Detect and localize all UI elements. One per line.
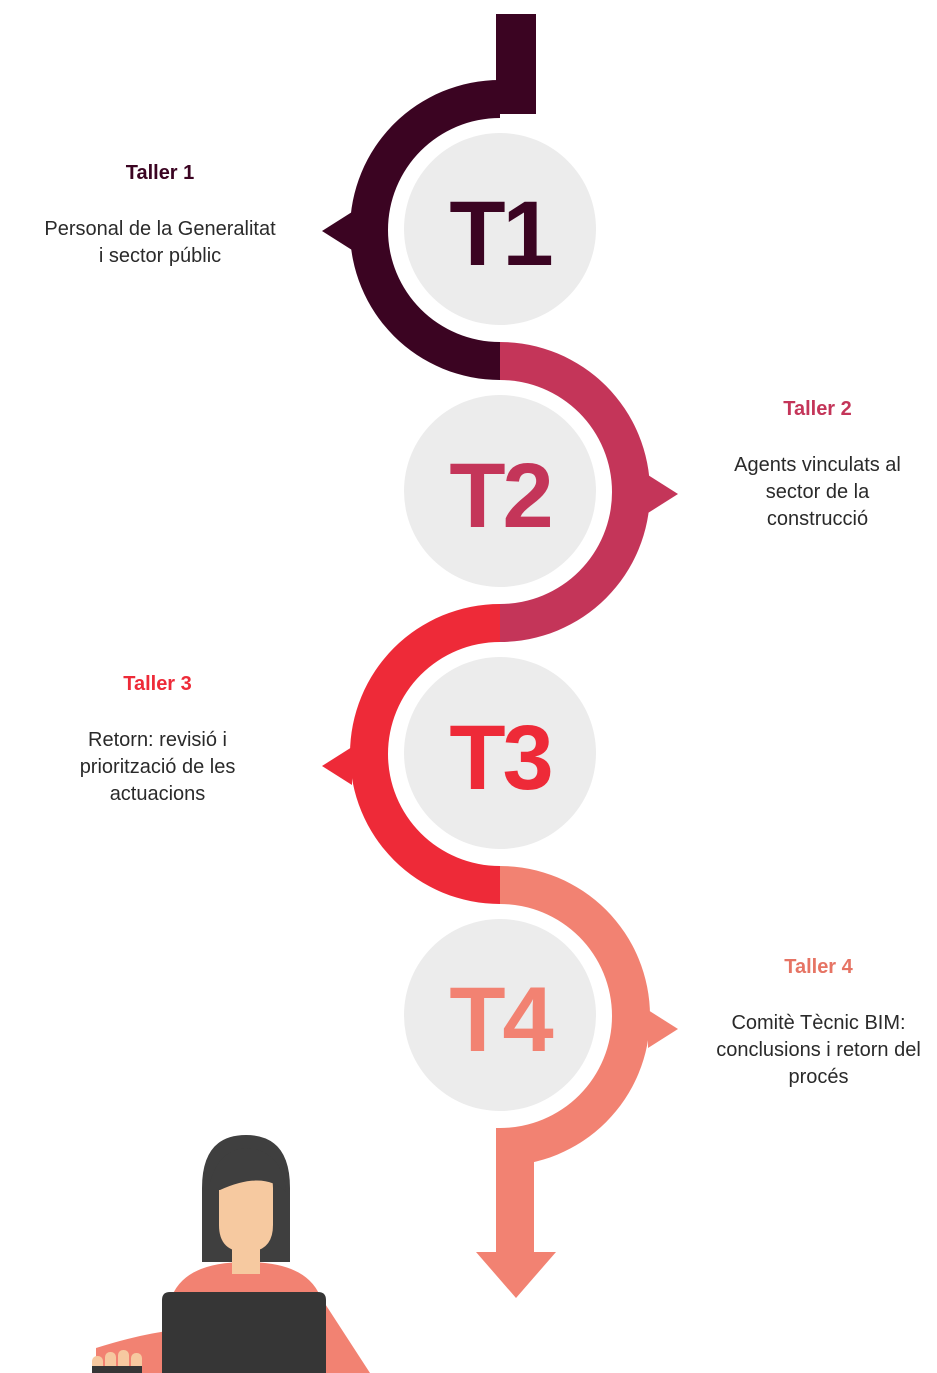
circle-t4 [404,919,596,1111]
badge-t2: T2 [449,445,550,547]
circle-t3 [404,657,596,849]
path-start-bar [496,14,536,114]
badge-t4: T4 [449,969,553,1071]
pointer-left-t3 [322,747,352,785]
step-title: Taller 2 [783,398,852,420]
down-arrow-head [476,1252,556,1298]
step-description: Agents vinculats al sector de la constru… [734,454,901,530]
path-tail [496,1128,534,1258]
step-title: Taller 1 [125,162,195,184]
badge-t1: T1 [449,183,551,285]
laptop [162,1292,326,1373]
path-segment-t4 [500,866,650,1166]
step-title: Taller 4 [784,956,853,978]
path-segment-t3 [350,604,500,904]
step-description: Personal de la Generalitat i sector públ… [44,218,276,267]
step-block-4: Taller 4 Comitè Tècnic BIM: conclusions … [700,955,937,1091]
pointer-right-t4 [648,1010,678,1048]
pointer-right-t2 [648,475,678,513]
hair-fringe [208,1148,286,1192]
hand-left-finger [92,1366,142,1373]
step-block-2: Taller 2 Agents vinculats al sector de l… [700,397,935,533]
step-block-1: Taller 1 Personal de la Generalitat i se… [10,161,310,270]
path-segment-t1 [350,80,500,380]
pointer-left-t1 [322,212,352,250]
circle-t1 [404,133,596,325]
circle-t2 [404,395,596,587]
badge-t3: T3 [449,707,550,809]
step-block-3: Taller 3 Retorn: revisió i priorització … [30,672,285,808]
step-description: Comitè Tècnic BIM: conclusions i retorn … [716,1012,921,1088]
person-at-laptop-illustration [92,1135,370,1373]
step-title: Taller 3 [123,673,192,695]
step-description: Retorn: revisió i priorització de les ac… [79,729,236,805]
path-segment-t2 [500,342,650,642]
